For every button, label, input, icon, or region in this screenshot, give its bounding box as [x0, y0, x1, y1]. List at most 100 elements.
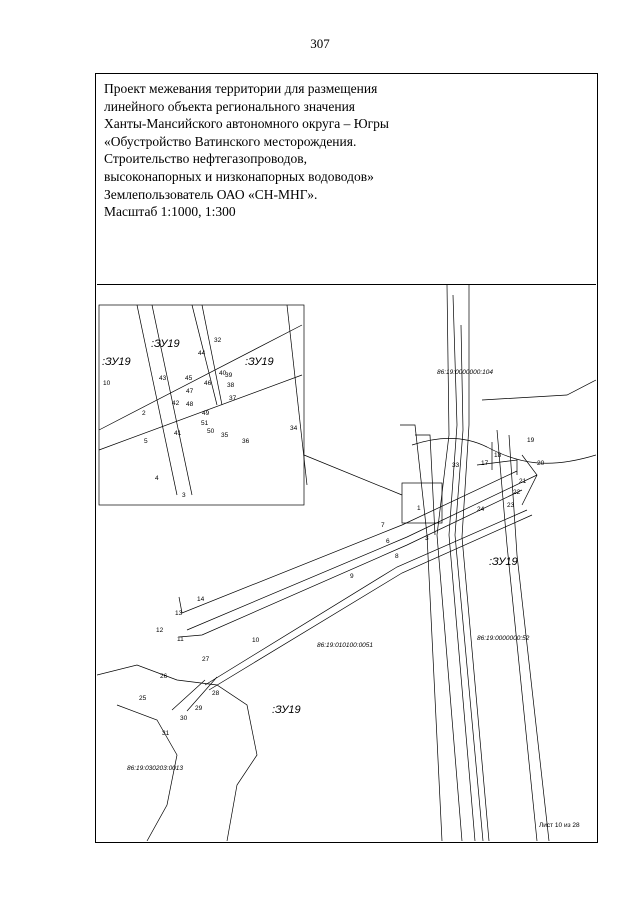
point-31: 31	[162, 730, 170, 737]
zone-label-inset-top: :ЗУ19	[151, 338, 180, 350]
point-38: 38	[227, 382, 235, 389]
point-4: 4	[155, 475, 159, 482]
point-5: 5	[144, 438, 148, 445]
page-number: 307	[310, 36, 330, 51]
point-11: 11	[177, 636, 184, 643]
point-49: 49	[202, 410, 210, 417]
point-40: 40	[219, 370, 227, 377]
point-46: 46	[204, 380, 212, 387]
zone-label-east: :ЗУ19	[489, 556, 518, 568]
point-27: 27	[202, 656, 210, 663]
zone-label-inset-right: :ЗУ19	[245, 356, 274, 368]
point-10-main: 10	[252, 637, 260, 644]
point-43: 43	[159, 375, 167, 382]
point-32: 32	[214, 337, 222, 344]
title-line-8: Масштаб 1:1000, 1:300	[104, 204, 236, 220]
point-44: 44	[198, 350, 206, 357]
east-segment-3	[521, 454, 538, 506]
point-19: 19	[527, 437, 535, 444]
pipeline-axis	[186, 474, 538, 631]
point-12: 12	[156, 627, 164, 634]
point-51: 51	[201, 420, 209, 427]
cadastral-51: 86:19:010100:0051	[317, 642, 373, 649]
title-block: Проект межевания территории для размещен…	[104, 80, 584, 221]
point-23: 23	[507, 502, 515, 509]
point-26: 26	[160, 673, 168, 680]
point-37: 37	[229, 395, 237, 402]
point-13: 13	[175, 610, 183, 617]
boundary-upper-right	[411, 438, 596, 464]
pipeline-south-2	[208, 514, 533, 691]
zone-label-inset-left: :ЗУ19	[102, 356, 131, 368]
point-30: 30	[180, 715, 188, 722]
road-corridor-left	[436, 285, 463, 841]
survey-map: 10 2 5 4 3 43 42 41 32 44 45 47 48 51 50…	[97, 284, 596, 841]
road-corridor-right	[461, 285, 490, 841]
point-48: 48	[186, 401, 194, 408]
point-22: 22	[513, 489, 521, 496]
cadastral-52: 86:19:0000000:52	[477, 635, 530, 642]
pipeline-edge-north	[178, 470, 518, 614]
point-29: 29	[195, 705, 203, 712]
survey-points: 10 2 5 4 3 43 42 41 32 44 45 47 48 51 50…	[103, 337, 545, 737]
corridor-branch-2	[171, 679, 206, 711]
point-50: 50	[207, 428, 215, 435]
zone-labels: :ЗУ19 :ЗУ19 :ЗУ19 :ЗУ19 :ЗУ19	[102, 338, 518, 716]
southwest-boundary	[97, 664, 258, 841]
point-39: 39	[225, 372, 233, 379]
title-line-1: Проект межевания территории для размещен…	[104, 81, 378, 96]
inset-corridor-south	[98, 374, 303, 451]
point-45: 45	[185, 375, 193, 382]
point-47: 47	[186, 388, 194, 395]
point-14: 14	[197, 596, 205, 603]
pipeline-south-1	[204, 509, 528, 686]
title-line-3: Ханты-Мансийского автономного округа – Ю…	[104, 116, 389, 132]
cadastral-13: 86:19:030203:0013	[127, 765, 183, 772]
point-24: 24	[477, 506, 485, 513]
channel-vertical-2	[415, 434, 436, 536]
point-35: 35	[221, 432, 229, 439]
point-36: 36	[242, 438, 250, 445]
zoom-leader	[303, 454, 403, 496]
point-10: 10	[103, 380, 111, 387]
point-34: 34	[290, 425, 298, 432]
road-line-2	[454, 324, 484, 841]
sheet-number: Лист 10 из 28	[539, 822, 580, 829]
title-line-7: Землепользователь ОАО «СН-МНГ».	[104, 186, 318, 202]
title-line-2: линейного объекта регионального значения	[104, 98, 356, 114]
point-3: 3	[182, 492, 186, 499]
point-8: 8	[395, 553, 399, 560]
map-drawing: 10 2 5 4 3 43 42 41 32 44 45 47 48 51 50…	[97, 285, 596, 841]
point-3-main: 3	[425, 535, 429, 542]
cadastral-104: 86:19:0000000:104	[437, 369, 493, 376]
point-1: 1	[417, 505, 421, 512]
boundary-east	[481, 379, 596, 401]
inset-vertical-2	[151, 304, 193, 496]
road-edge-east	[496, 429, 538, 841]
point-21: 21	[519, 478, 527, 485]
road-edge-east-2	[508, 434, 550, 841]
point-9: 9	[350, 573, 354, 580]
corridor-branch	[186, 676, 218, 712]
title-line-5: Строительство нефтегазопроводов,	[104, 151, 307, 167]
inset-frame	[98, 304, 305, 506]
title-line-6: высоконапорных и низконапорных водоводов…	[104, 168, 374, 184]
drawing-frame	[95, 73, 598, 843]
inset-right-edge	[286, 304, 308, 486]
southwest-boundary-2	[116, 704, 178, 841]
point-18: 18	[494, 452, 502, 459]
point-28: 28	[212, 690, 220, 697]
inset-vertical-3	[191, 304, 218, 406]
inset-vertical-4	[201, 304, 223, 406]
point-33: 33	[452, 462, 460, 469]
zoom-box	[401, 482, 443, 524]
title-line-4: «Обустройство Ватинского месторождения.	[104, 133, 357, 149]
point-6: 6	[386, 538, 390, 545]
pipeline-edge-south	[178, 489, 523, 638]
zone-label-south: :ЗУ19	[272, 704, 301, 716]
point-25: 25	[139, 695, 147, 702]
point-17: 17	[481, 460, 489, 467]
point-20: 20	[537, 460, 545, 467]
point-42: 42	[172, 400, 180, 407]
inset-corridor-north	[98, 324, 303, 431]
